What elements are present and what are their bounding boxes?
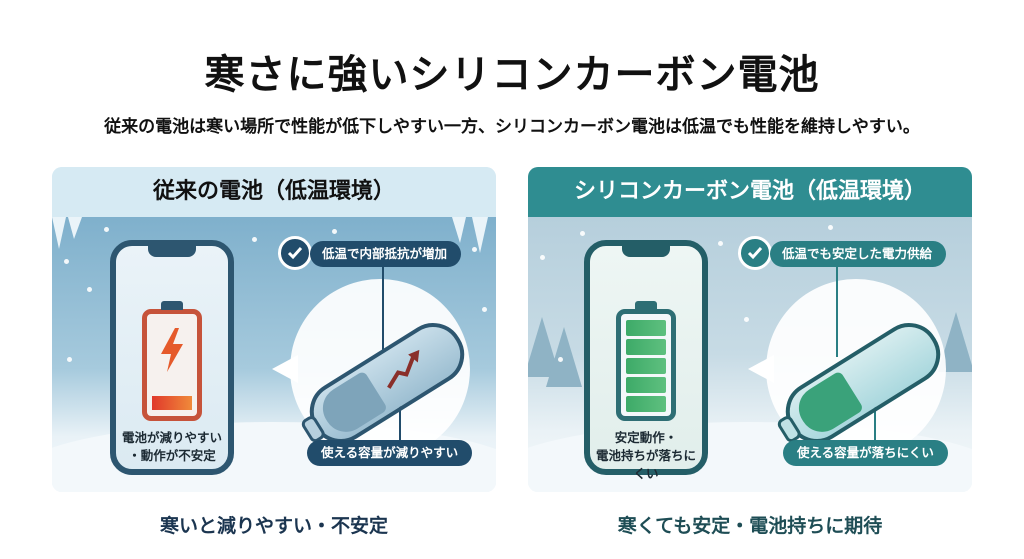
callout-stable-power: 低温でも安定した電力供給 [770,241,947,267]
callout-capacity: 使える容量が減りやすい [307,440,473,466]
footer-silicon-carbon: 寒くても安定・電池持ちに期待 [617,515,883,537]
winter-scene: 電池が減りやすい ・動作が不安定 低温で内部抵抗が増加 使える容量が減りやすい [52,217,496,492]
panel-silicon-carbon-battery: シリコンカーボン電池（低温環境） 安定動作・ 電池持ちが落ちにくい [528,167,972,492]
callout-internal-resistance: 低温で内部抵抗が増加 [310,241,462,267]
phone-notch [622,245,670,257]
panel-title: シリコンカーボン電池（低温環境） [528,167,972,217]
leader-line [382,267,384,352]
callout-capacity: 使える容量が落ちにくい [783,440,948,466]
battery-cylinder-icon [298,311,476,455]
lightning-bolt-icon [161,328,183,372]
battery-full-icon [616,301,676,421]
phone-notch [148,245,196,257]
icicles-decoration [52,217,488,253]
footer-conventional: 寒いと減りやすい・不安定 [159,515,388,537]
page-title: 寒さに強いシリコンカーボン電池 [204,52,820,98]
panel-conventional-battery: 従来の電池（低温環境） 電池が減りやすい ・動作が不安定 [52,167,496,492]
panel-title: 従来の電池（低温環境） [52,167,496,217]
resistance-arrow-icon [387,349,420,389]
battery-low-icon [142,301,202,421]
winter-scene: 安定動作・ 電池持ちが落ちにくい 低温でも安定した電力供給 使える容量が落ちにく… [528,217,972,492]
smartphone: 電池が減りやすい ・動作が不安定 [110,240,234,475]
check-icon [278,236,312,270]
leader-line [836,267,838,357]
page-subtitle: 従来の電池は寒い場所で性能が低下しやすい一方、シリコンカーボン電池は低温でも性能… [104,117,920,137]
phone-caption: 電池が減りやすい ・動作が不安定 [121,430,222,463]
phone-caption: 安定動作・ 電池持ちが落ちにくい [595,430,696,481]
check-icon [738,236,772,270]
battery-low-level [152,396,192,410]
smartphone: 安定動作・ 電池持ちが落ちにくい [584,240,708,481]
